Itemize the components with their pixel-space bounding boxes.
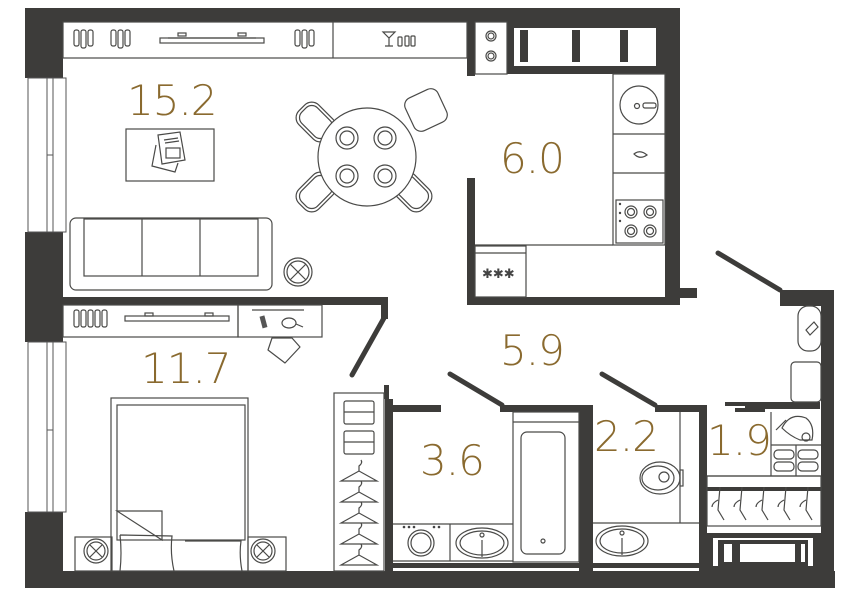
bedroom-area-label: 11.7 xyxy=(141,344,232,393)
tv-icon xyxy=(124,312,230,322)
living-furniture xyxy=(62,21,508,291)
kitchen-sink-icon xyxy=(619,85,659,125)
sofa xyxy=(69,217,273,291)
windows xyxy=(27,77,67,513)
books-icon xyxy=(73,309,108,328)
wc-fixtures xyxy=(593,412,699,557)
wardrobe xyxy=(333,392,385,572)
mirror-icon xyxy=(281,317,304,329)
nightstand-left xyxy=(74,536,113,572)
dining-table xyxy=(295,88,448,213)
storage-fixtures xyxy=(706,305,822,527)
walls xyxy=(25,8,835,588)
floor-lamp-icon xyxy=(283,257,313,287)
tv-icon xyxy=(159,32,265,44)
bathroom-area-label: 3.6 xyxy=(420,436,485,485)
bar-drinks-icon xyxy=(381,31,416,47)
svg-text:✱✱✱: ✱✱✱ xyxy=(482,267,515,282)
nightstand-right xyxy=(247,536,287,572)
storage-sliding-door xyxy=(725,402,765,412)
bed xyxy=(110,397,249,572)
magazine-icon xyxy=(151,131,186,173)
stool xyxy=(267,337,301,364)
storage-area-label: 1.9 xyxy=(707,416,772,465)
doors xyxy=(349,250,783,408)
washbasin-small-icon xyxy=(797,305,822,352)
washbasin-icon xyxy=(595,525,649,557)
books-icon xyxy=(73,29,315,49)
washing-machine-icon xyxy=(402,525,441,557)
kitchen-furniture: ✱✱✱ xyxy=(474,73,666,298)
washbasin-icon xyxy=(455,527,509,559)
bedroom-furniture xyxy=(62,304,385,572)
hanger-icon xyxy=(338,459,380,566)
toilet-area-label: 2.2 xyxy=(594,412,659,461)
cooktop-icon xyxy=(615,199,664,244)
bathroom-fixtures xyxy=(393,411,580,563)
hallway-area-label: 5.9 xyxy=(500,326,565,375)
vacuum-cleaner-icon xyxy=(775,415,814,442)
kitchen-area-label: 6.0 xyxy=(500,134,565,183)
slippers-icon xyxy=(773,449,819,472)
shoe-cabinet xyxy=(790,361,822,403)
dishwasher-icon xyxy=(633,151,648,158)
bathtub-icon xyxy=(512,411,580,563)
oven-icon: ✱✱✱ xyxy=(474,245,527,298)
toilet-icon xyxy=(639,461,684,495)
hairbrush-icon xyxy=(259,315,268,329)
hanger-icon xyxy=(711,486,813,521)
coffee-table xyxy=(125,128,215,182)
living-room-area-label: 15.2 xyxy=(127,76,218,125)
lamp-icon xyxy=(250,538,276,564)
lamp-icon xyxy=(83,538,109,564)
